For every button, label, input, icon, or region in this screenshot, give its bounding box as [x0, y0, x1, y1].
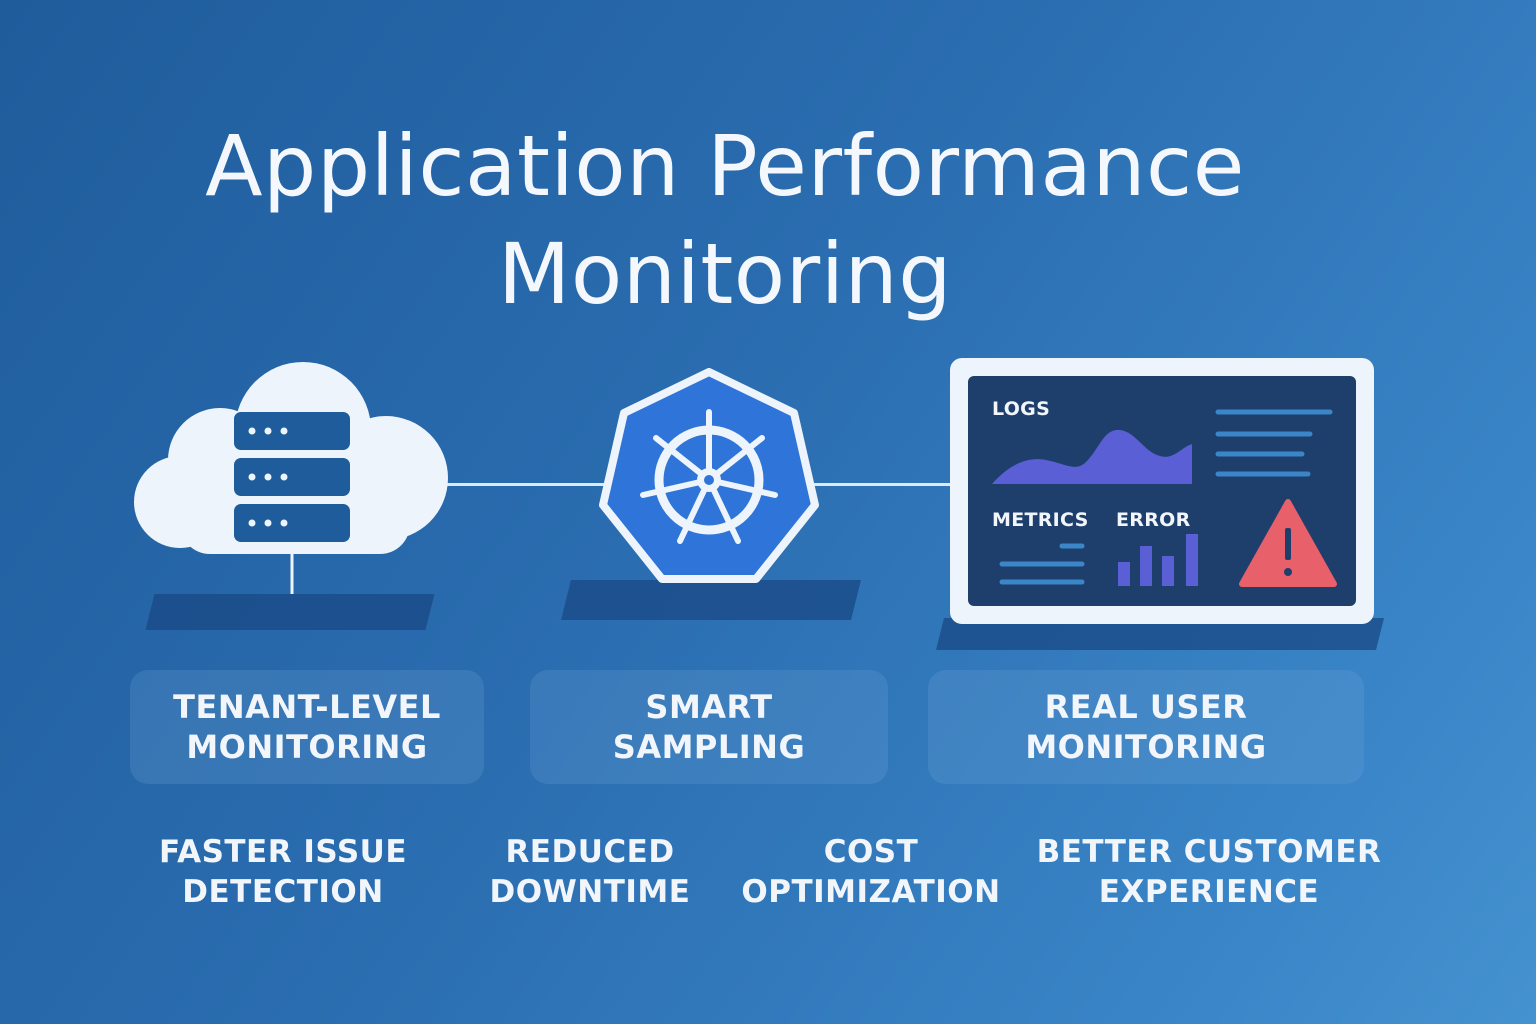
benefit-cost-optimization: COST OPTIMIZATION [741, 834, 1001, 910]
benefit-faster-issue-detection: FASTER ISSUE DETECTION [158, 834, 408, 910]
dashboard-screen: LOGS METRICS ERROR [968, 376, 1356, 606]
feature-card-label: REAL USER MONITORING [1025, 688, 1267, 766]
title-line-1: Application Performance [205, 117, 1245, 215]
feature-card-label: TENANT-LEVEL MONITORING [173, 688, 441, 766]
kubernetes-helm-icon [598, 368, 820, 590]
connector-cloud-kubernetes [440, 483, 610, 486]
cloud-server-icon [128, 350, 458, 600]
logs-area-chart [992, 429, 1192, 484]
error-bar-2 [1140, 546, 1152, 586]
connector-kubernetes-dashboard [810, 483, 952, 486]
feature-card-real-user: REAL USER MONITORING [928, 670, 1364, 784]
error-bar-chart [1118, 534, 1198, 586]
error-label: ERROR [1116, 509, 1191, 531]
benefit-reduced-downtime: REDUCED DOWNTIME [489, 834, 691, 910]
dashboard-monitor-icon: LOGS METRICS ERROR [950, 358, 1374, 624]
feature-card-label: SMART SAMPLING [612, 688, 806, 766]
kubernetes-graphic [599, 368, 819, 583]
metrics-label: METRICS [992, 509, 1089, 531]
benefit-better-customer-experience: BETTER CUSTOMER EXPERIENCE [1036, 834, 1382, 910]
error-bar-4 [1186, 534, 1198, 586]
cloud-server-graphic [134, 362, 448, 594]
metrics-text-lines [999, 543, 1085, 585]
page-title: Application Performance Monitoring [0, 112, 1450, 328]
feature-card-smart-sampling: SMART SAMPLING [530, 670, 888, 784]
feature-card-tenant-level: TENANT-LEVEL MONITORING [130, 670, 484, 784]
server-stack [234, 412, 350, 542]
helm-hub-center [704, 475, 714, 485]
logs-text-lines [1215, 409, 1333, 477]
error-bar-3 [1162, 556, 1174, 586]
warning-icon [1239, 499, 1337, 587]
title-line-2: Monitoring [497, 225, 953, 323]
dashboard-graphics [992, 409, 1337, 587]
error-bar-1 [1118, 562, 1130, 586]
logs-label: LOGS [992, 398, 1051, 420]
